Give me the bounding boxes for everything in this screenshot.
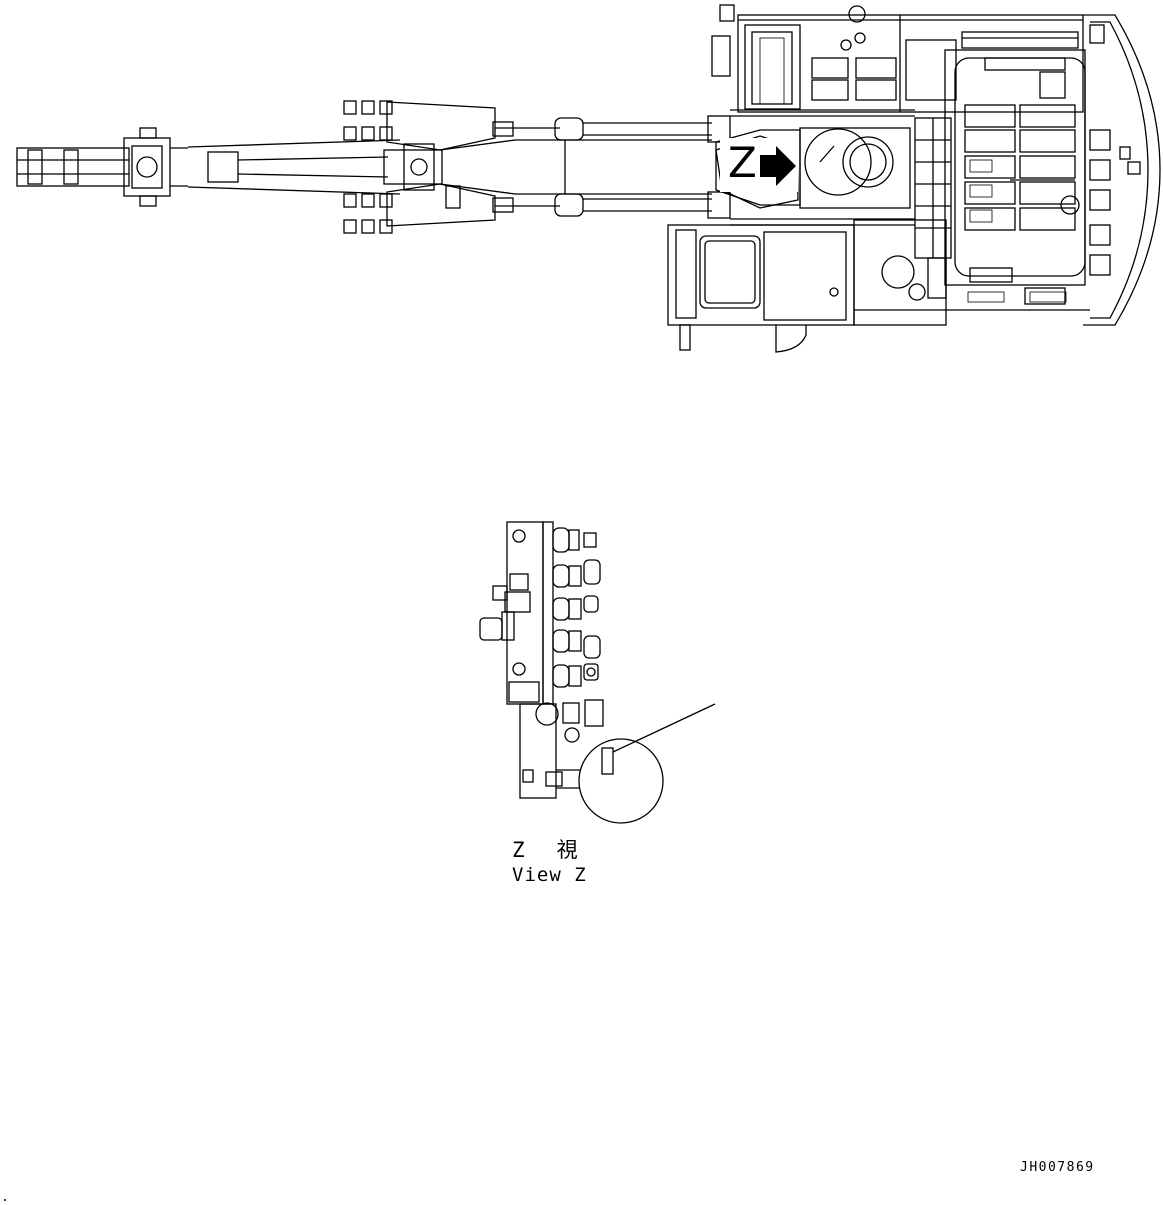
- arm: [187, 139, 443, 195]
- frame-top: [711, 4, 1105, 113]
- accumulator-sphere: [578, 738, 664, 824]
- boom-cylinders: [515, 115, 731, 219]
- view-z-arrow-icon: [760, 146, 796, 186]
- swing-motor: [799, 127, 911, 209]
- view-z-detail: [479, 521, 716, 824]
- connector-grids: [759, 37, 1067, 303]
- leader-line: [612, 703, 716, 753]
- label-plate: [601, 747, 614, 775]
- view-z-title-kanji: 視: [556, 838, 580, 862]
- cab: [667, 224, 855, 353]
- counterweight: [1083, 14, 1161, 326]
- view-z-marker-letter: Z: [728, 138, 757, 187]
- engine-compartment: [944, 49, 1111, 311]
- bucket-linkage: [16, 127, 188, 207]
- view-z-caption: View Z: [512, 864, 587, 886]
- figure-code: JH007869: [1020, 1160, 1095, 1175]
- boom: [343, 100, 560, 234]
- valve-fittings: [552, 527, 601, 688]
- view-z-title-letter: Z: [512, 838, 527, 862]
- tank-area: [853, 219, 947, 326]
